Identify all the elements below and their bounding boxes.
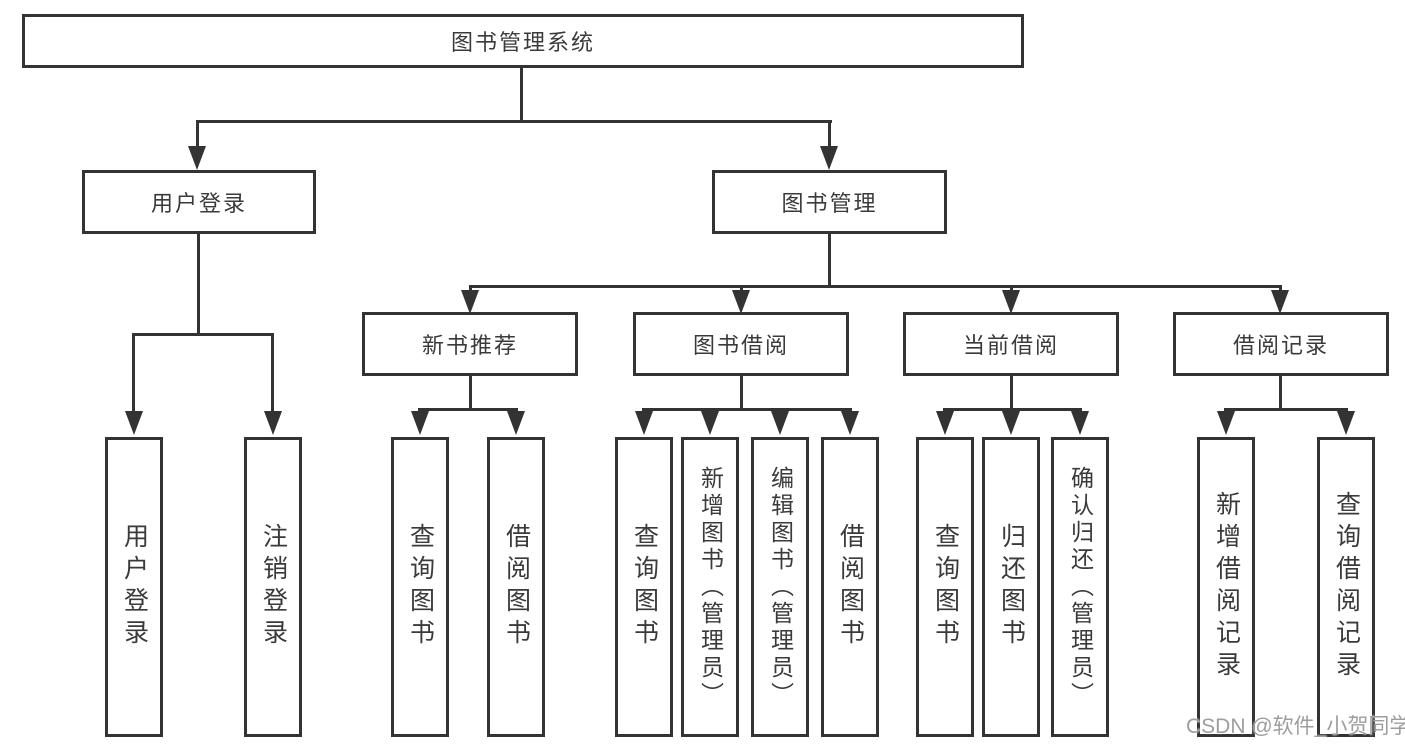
connector-arrowhead: [507, 411, 525, 435]
connector-arrowhead: [411, 411, 429, 435]
leaf-edit-books-admin: 编辑图书（管理员）: [751, 437, 809, 737]
connector-line: [740, 376, 743, 411]
connector-line: [1010, 376, 1013, 411]
connector-line: [828, 120, 831, 150]
leaf-borrow-books: 借阅图书: [821, 437, 879, 737]
connector-arrowhead: [1337, 411, 1355, 435]
connector-arrowhead: [1071, 411, 1089, 435]
connector-arrowhead: [461, 290, 479, 314]
leaf-query-books-borrow: 查询图书: [615, 437, 673, 737]
connector-arrowhead: [936, 411, 954, 435]
leaf-query-borrow-record: 查询借阅记录: [1317, 437, 1375, 737]
connector-line: [828, 234, 831, 288]
connector-line: [1279, 285, 1282, 292]
connector-line: [469, 285, 472, 292]
connector-line: [418, 408, 518, 411]
connector-line: [1010, 285, 1013, 292]
connector-arrowhead: [701, 411, 719, 435]
connector-arrowhead: [125, 411, 143, 435]
connector-line: [469, 285, 1281, 288]
leaf-user-login: 用户登录: [105, 437, 163, 737]
connector-arrowhead: [1271, 290, 1289, 314]
connector-arrowhead: [1002, 290, 1020, 314]
connector-line: [469, 376, 472, 411]
connector-arrowhead: [732, 290, 750, 314]
connector-line: [271, 333, 274, 413]
node-root: 图书管理系统: [22, 14, 1024, 68]
connector-line: [740, 285, 743, 292]
connector-line: [642, 408, 852, 411]
connector-line: [520, 68, 523, 123]
watermark: CSDN @软件_小贺同学: [1186, 715, 1405, 738]
connector-arrowhead: [188, 146, 206, 170]
connector-line: [1279, 376, 1282, 411]
connector-arrowhead: [264, 411, 282, 435]
leaf-query-books-recommend: 查询图书: [391, 437, 449, 737]
node-borrow-records: 借阅记录: [1173, 312, 1389, 376]
leaf-borrow-books-recommend: 借阅图书: [487, 437, 545, 737]
connector-line: [1224, 408, 1348, 411]
connector-line: [132, 333, 274, 336]
node-new-book-recommend: 新书推荐: [362, 312, 578, 376]
leaf-query-books-current: 查询图书: [916, 437, 974, 737]
connector-arrowhead: [820, 146, 838, 170]
leaf-add-borrow-record: 新增借阅记录: [1197, 437, 1255, 737]
connector-line: [196, 120, 832, 123]
leaf-logout: 注销登录: [244, 437, 302, 737]
connector-line: [196, 120, 199, 150]
node-book-management: 图书管理: [712, 170, 947, 234]
leaf-confirm-return-admin: 确认归还（管理员）: [1051, 437, 1109, 737]
connector-arrowhead: [635, 411, 653, 435]
node-user-login: 用户登录: [82, 170, 316, 234]
connector-arrowhead: [1217, 411, 1235, 435]
connector-line: [943, 408, 1082, 411]
leaf-add-books-admin: 新增图书（管理员）: [681, 437, 739, 737]
leaf-return-books: 归还图书: [982, 437, 1040, 737]
connector-arrowhead: [841, 411, 859, 435]
connector-arrowhead: [771, 411, 789, 435]
connector-line: [132, 333, 135, 413]
node-current-borrow: 当前借阅: [903, 312, 1119, 376]
node-book-borrow: 图书借阅: [633, 312, 849, 376]
connector-arrowhead: [1002, 411, 1020, 435]
connector-line: [197, 234, 200, 335]
